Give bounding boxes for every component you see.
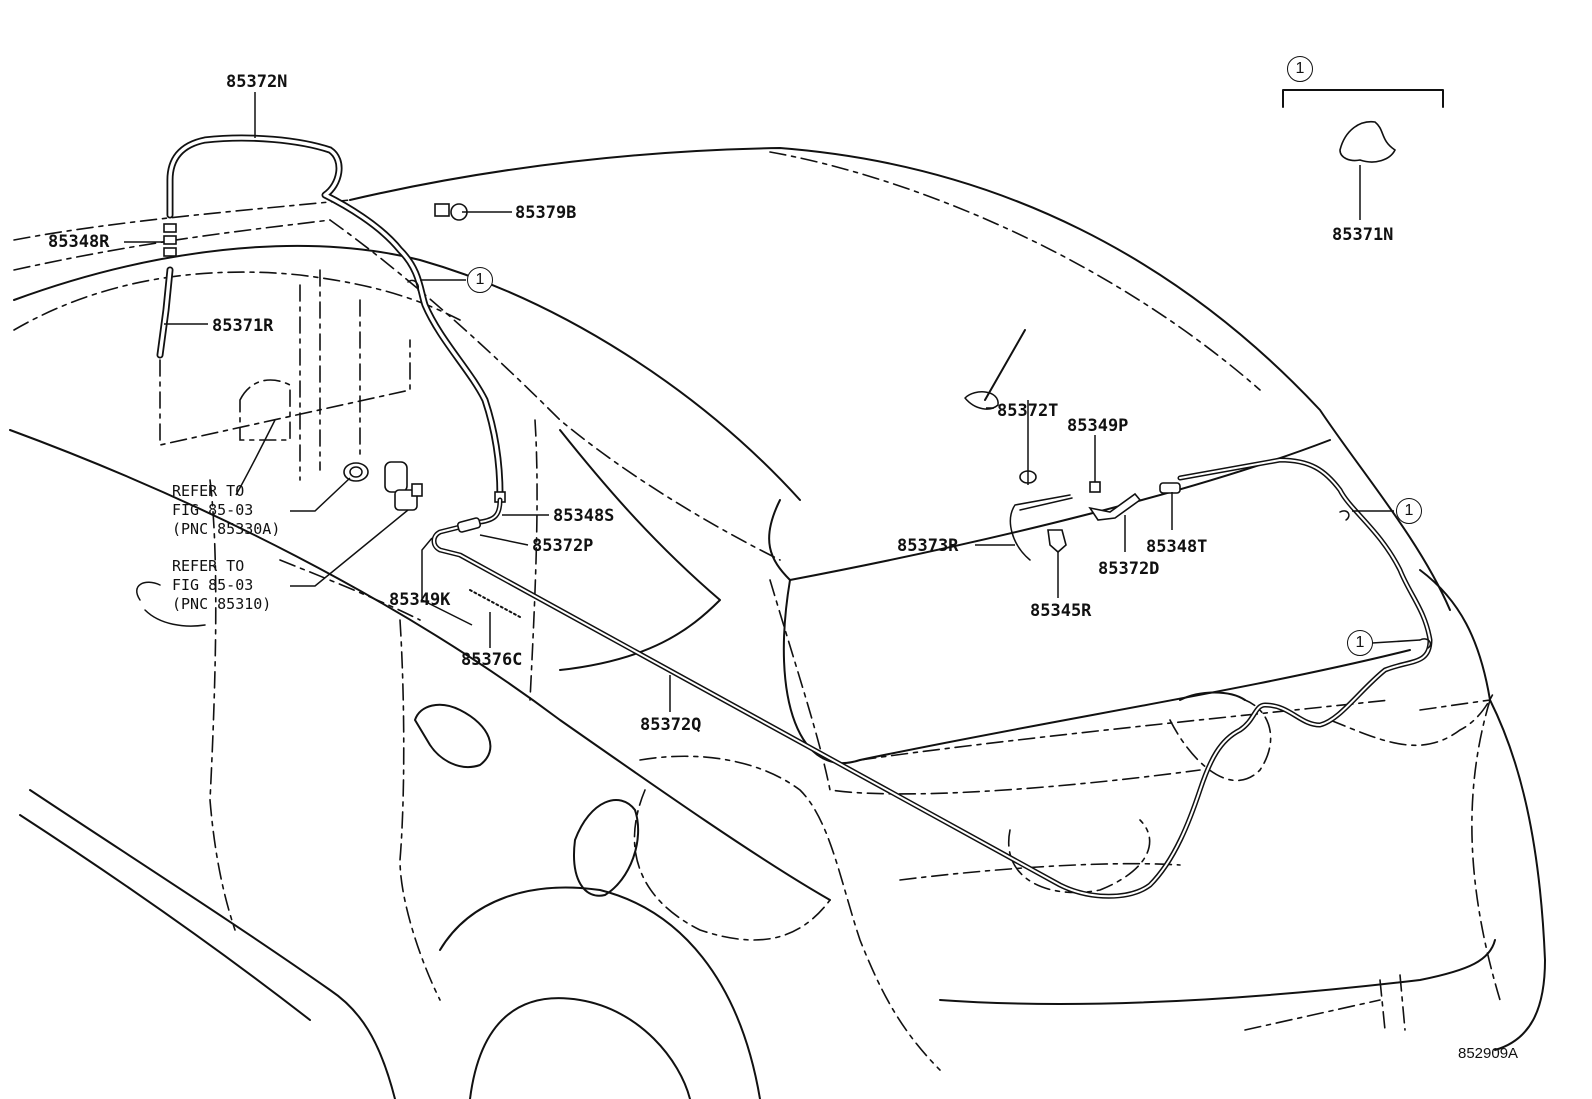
label-85372q: 85372Q <box>640 715 702 735</box>
clip-85345r-icon <box>1047 529 1067 554</box>
hose-joint-85379b-icon <box>434 203 450 217</box>
front-washer-hose <box>156 134 506 503</box>
callout-marker-front-hose: 1 <box>467 267 493 293</box>
rear-nozzle-parts <box>434 203 1181 561</box>
washer-pump-icon <box>384 461 408 493</box>
callout-marker-rear-upper: 1 <box>1396 498 1422 524</box>
label-85371r: 85371R <box>212 316 274 336</box>
label-85371n: 85371N <box>1332 225 1394 245</box>
rear-washer-pipe <box>431 457 1433 899</box>
ref-note-1-line3: (PNC 85330A) <box>172 520 281 538</box>
clamp-85371n-icon <box>1339 121 1397 163</box>
callout-marker-rear-lower: 1 <box>1347 630 1373 656</box>
connector-85348t-icon <box>1159 482 1181 494</box>
connector-85348r-b <box>163 235 177 245</box>
connector-85348r-a <box>163 223 177 233</box>
car-body-outline <box>9 147 1546 1099</box>
label-85348r: 85348R <box>48 232 110 252</box>
label-85372p: 85372P <box>532 536 594 556</box>
label-85349k: 85349K <box>389 590 451 610</box>
label-85379b: 85379B <box>515 203 577 223</box>
label-85372t: 85372T <box>997 401 1059 421</box>
nozzle-85372d-icon <box>1088 492 1142 521</box>
washer-pump-nozzle-icon <box>411 483 423 497</box>
label-85348s: 85348S <box>553 506 615 526</box>
callout-marker-bracket: 1 <box>1287 56 1313 82</box>
label-85373r: 85373R <box>897 536 959 556</box>
clamp-detail <box>1282 89 1444 163</box>
figure-code: 852909A <box>1458 1045 1519 1062</box>
washer-pump-parts <box>343 461 423 511</box>
connector-85348r-c <box>163 247 177 257</box>
ref-note-1-line1: REFER TO <box>172 482 245 500</box>
label-85372n: 85372N <box>226 72 288 92</box>
tank-grommet-icon <box>343 462 369 482</box>
hose-sleeve-85376c <box>469 589 521 618</box>
label-85376c: 85376C <box>461 650 523 670</box>
car-hidden-lines <box>13 151 1501 1071</box>
label-85372d: 85372D <box>1098 559 1160 579</box>
check-valve-85349p-icon <box>1089 481 1101 493</box>
label-85345r: 85345R <box>1030 601 1092 621</box>
ref-note-1-line2: FIG 85-03 <box>172 501 254 519</box>
hose-85372p <box>456 517 482 533</box>
label-85348t: 85348T <box>1146 537 1208 557</box>
ref-note-2-line1: REFER TO <box>172 557 245 575</box>
label-85349p: 85349P <box>1067 416 1129 436</box>
leader-lines <box>124 92 1421 712</box>
ref-note-2-line2: FIG 85-03 <box>172 576 254 594</box>
ref-note-2-line3: (PNC 85310) <box>172 595 272 613</box>
